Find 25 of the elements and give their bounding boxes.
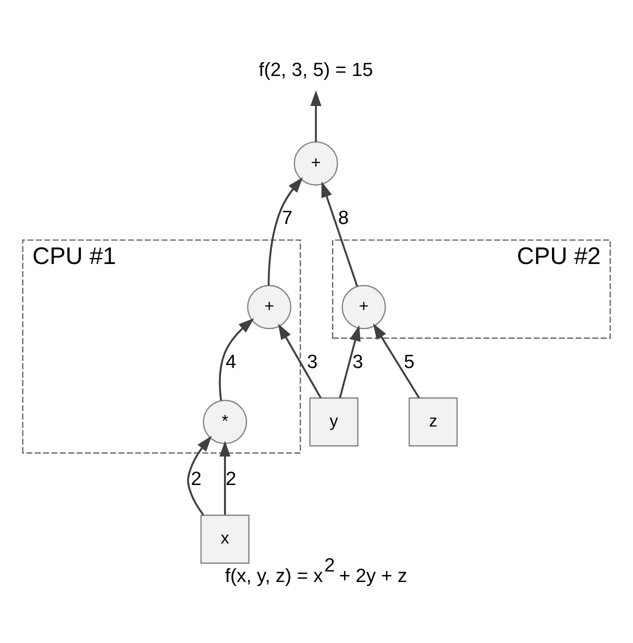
arrow [187,435,212,516]
edge-label: 2 [226,468,236,490]
node-box: z [408,396,458,446]
edge-label: 2 [190,468,202,490]
edge-label: 7 [282,208,293,229]
arrow [218,318,254,400]
node-circle: * [202,399,248,444]
edge-label: 5 [404,351,415,372]
arrow [278,323,322,398]
arrow [219,440,230,514]
arrow [268,176,303,285]
arrow [373,322,420,398]
edge-label: 4 [226,351,236,372]
edge-label: 3 [306,351,318,372]
node-circle: + [247,284,292,329]
arrow [338,324,361,398]
node-circle: + [342,284,386,329]
arrow [321,180,358,286]
edge-label: 3 [352,351,364,372]
node-text: f(2, 3, 5) = 15 [258,59,374,80]
edge-label: 8 [338,208,349,229]
node-box: y [309,396,358,446]
arrow [310,90,322,142]
node-circle: + [294,140,338,186]
node-box: x [200,514,250,564]
